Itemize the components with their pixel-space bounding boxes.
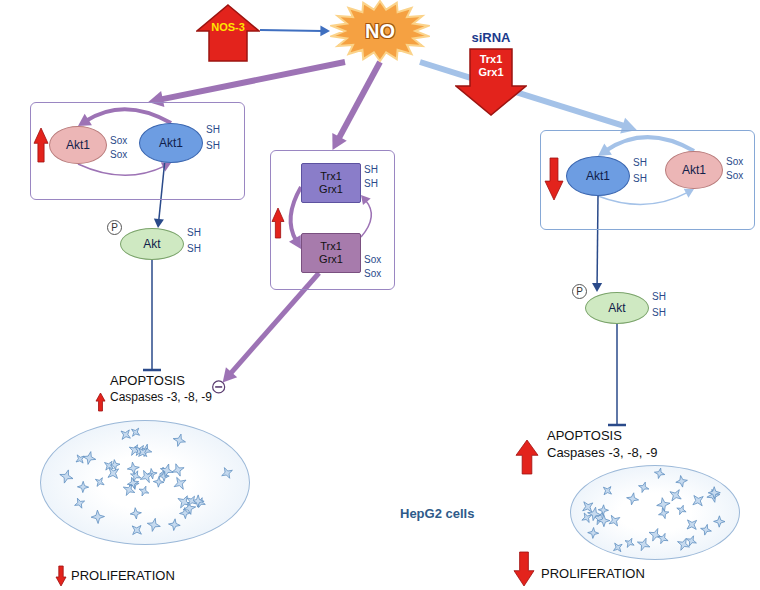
protein-label: Trx1 Grx1 — [309, 170, 353, 196]
protein-label: Akt — [143, 237, 160, 251]
protein-label: Trx1 Grx1 — [309, 240, 353, 266]
redox-site: SH — [206, 124, 220, 136]
connector — [78, 109, 171, 126]
connector — [213, 273, 319, 393]
protein-label: Akt — [608, 301, 625, 315]
change-arrow — [56, 566, 66, 586]
redox-site: SH — [187, 243, 201, 255]
connector — [78, 162, 171, 175]
change-arrow — [514, 552, 534, 586]
redox-site: Sox — [726, 170, 743, 182]
redox-site: SH — [206, 140, 220, 152]
protein-ellipse: PAktSHSH — [120, 228, 184, 260]
protein-ellipse: Akt1SoxSox — [665, 151, 723, 189]
protein-ellipse: PAktSHSH — [585, 292, 649, 324]
caption-label: HepG2 cells — [400, 506, 474, 521]
redox-site: SH — [652, 291, 666, 303]
redox-site: Sox — [364, 254, 381, 266]
text-node: APOPTOSISCaspases -3, -8, -9 — [108, 370, 214, 407]
connector — [608, 324, 626, 425]
connector — [260, 25, 330, 36]
cell-culture: PROLIFERATION — [570, 465, 740, 560]
connector — [332, 62, 380, 150]
protein-label: Akt1 — [66, 138, 90, 152]
connector — [592, 196, 602, 292]
redox-site: Sox — [110, 149, 127, 161]
redox-site: SH — [633, 173, 647, 185]
redox-site: SH — [364, 178, 378, 190]
group-box: Akt1SHSHAkt1SoxSox — [540, 130, 755, 230]
redox-site: Sox — [726, 156, 743, 168]
detail-label: Caspases -3, -8, -9 — [547, 444, 658, 461]
text-node: APOPTOSISCaspases -3, -8, -9 — [545, 425, 660, 463]
redox-site: SH — [652, 307, 666, 319]
cell-culture: PROLIFERATION — [40, 420, 250, 545]
redox-site: Sox — [110, 135, 127, 147]
phospho-mark: P — [572, 284, 587, 299]
protein-label: Akt1 — [159, 136, 183, 150]
connector — [361, 195, 371, 237]
group-box: Trx1 Grx1SHSHTrx1 Grx1SoxSox — [270, 150, 395, 290]
connector — [420, 62, 637, 133]
process-label: APOPTOSIS — [547, 427, 658, 444]
protein-ellipse: Akt1SHSH — [566, 156, 630, 196]
change-arrow — [34, 128, 48, 162]
protein-label: Akt1 — [682, 163, 706, 177]
redox-site: Sox — [364, 268, 381, 280]
detail-label: Caspases -3, -8, -9 — [110, 389, 212, 405]
connector — [148, 62, 345, 107]
process-label: APOPTOSIS — [110, 372, 212, 389]
phospho-mark: P — [107, 220, 122, 235]
protein-label: Akt1 — [586, 169, 610, 183]
redox-site: SH — [633, 157, 647, 169]
protein-box: Trx1 Grx1SoxSox — [301, 233, 361, 273]
connector — [289, 187, 301, 249]
outcome-label: PROLIFERATION — [71, 568, 175, 584]
cell-texture — [571, 466, 741, 561]
redox-site: SH — [364, 164, 378, 176]
cell-texture — [41, 421, 251, 546]
change-arrow — [96, 393, 105, 411]
change-arrow — [545, 158, 563, 200]
gene-label: Trx1 Grx1 — [470, 53, 512, 79]
molecule-label: NO — [365, 20, 395, 43]
group-box: Akt1SoxSoxAkt1SHSH — [30, 102, 245, 200]
redox-site: SH — [187, 227, 201, 239]
outcome-label: PROLIFERATION — [541, 566, 645, 582]
heading-label: siRNA — [455, 30, 527, 45]
protein-box: Trx1 Grx1SHSH — [301, 163, 361, 203]
connector — [154, 163, 165, 228]
change-arrow — [516, 440, 538, 474]
up-arrow-box: NOS-3 — [196, 4, 260, 62]
connector — [143, 260, 161, 370]
change-arrow — [272, 208, 284, 238]
burst-shape: NO — [330, 0, 430, 62]
protein-ellipse: Akt1SoxSox — [49, 126, 107, 164]
protein-ellipse: Akt1SHSH — [139, 123, 203, 163]
gene-label: NOS-3 — [196, 21, 260, 33]
down-arrow-box: siRNA Trx1 Grx1 — [455, 30, 527, 116]
